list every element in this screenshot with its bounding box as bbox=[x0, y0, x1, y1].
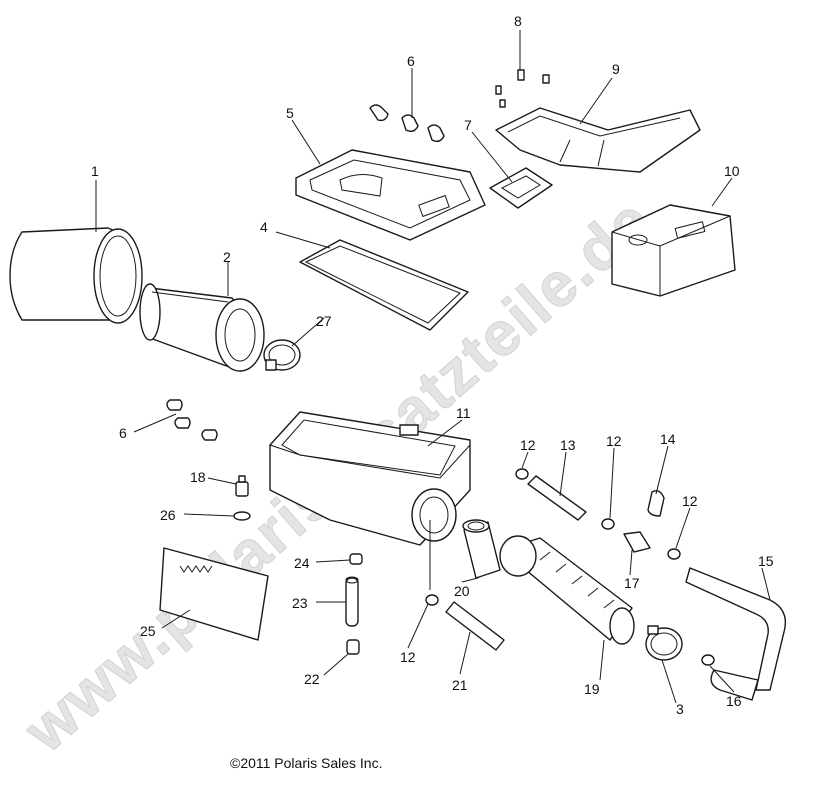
callout-5: 5 bbox=[286, 105, 294, 121]
callout-12-a: 12 bbox=[520, 437, 536, 453]
callout-26: 26 bbox=[160, 507, 176, 523]
callout-24: 24 bbox=[294, 555, 310, 571]
callout-17: 17 bbox=[624, 575, 640, 591]
callout-20: 20 bbox=[454, 583, 470, 599]
part-8-screws bbox=[495, 69, 550, 108]
part-23-hose bbox=[345, 576, 359, 627]
callout-4: 4 bbox=[260, 219, 268, 235]
leader-lines bbox=[95, 30, 771, 704]
callout-14: 14 bbox=[660, 431, 676, 447]
part-10-foam-block bbox=[611, 204, 736, 297]
part-7-plate bbox=[489, 167, 553, 209]
callout-9: 9 bbox=[612, 61, 620, 77]
part-11-airbox-base bbox=[269, 411, 471, 546]
part-12-clamps bbox=[425, 468, 681, 606]
part-9-intake-duct bbox=[495, 107, 701, 173]
callout-18: 18 bbox=[190, 469, 206, 485]
part-2-air-filter bbox=[139, 283, 265, 372]
callout-16: 16 bbox=[726, 693, 742, 709]
callout-2: 2 bbox=[223, 249, 231, 265]
part-15-hose bbox=[685, 567, 787, 701]
part-14-clip bbox=[647, 490, 665, 517]
part-26-washer bbox=[233, 511, 251, 521]
callout-19: 19 bbox=[584, 681, 600, 697]
callout-6-top: 6 bbox=[407, 53, 415, 69]
callout-25: 25 bbox=[140, 623, 156, 639]
part-22-fitting bbox=[346, 639, 360, 655]
callout-7: 7 bbox=[464, 117, 472, 133]
part-21-tube bbox=[445, 601, 505, 651]
part-3-clamp bbox=[645, 625, 683, 661]
callout-6-left: 6 bbox=[119, 425, 127, 441]
part-6-clips-top bbox=[369, 104, 445, 143]
part-20-coupler bbox=[462, 519, 501, 579]
part-5-airbox-cover bbox=[295, 149, 486, 241]
part-27-clamp bbox=[263, 339, 301, 371]
callout-27: 27 bbox=[316, 313, 332, 329]
callout-8: 8 bbox=[514, 13, 522, 29]
callout-12-b: 12 bbox=[606, 433, 622, 449]
callout-12-c: 12 bbox=[682, 493, 698, 509]
part-19-intake-boot bbox=[499, 535, 635, 645]
callout-1: 1 bbox=[91, 163, 99, 179]
callout-12-d: 12 bbox=[400, 649, 416, 665]
part-16-clamp bbox=[701, 654, 715, 666]
part-6-clips-left bbox=[166, 399, 218, 441]
part-24-clamp-small bbox=[349, 553, 363, 565]
callout-labels: 1 2 3 4 5 6 6 7 8 9 10 11 12 12 12 12 13… bbox=[91, 13, 774, 717]
callout-15: 15 bbox=[758, 553, 774, 569]
callout-22: 22 bbox=[304, 671, 320, 687]
callout-21: 21 bbox=[452, 677, 468, 693]
callout-11: 11 bbox=[456, 405, 471, 421]
callout-3: 3 bbox=[676, 701, 684, 717]
callout-23: 23 bbox=[292, 595, 308, 611]
part-13-tube bbox=[527, 475, 587, 521]
callout-10: 10 bbox=[724, 163, 740, 179]
part-17-check-valve bbox=[623, 531, 651, 553]
copyright-text: ©2011 Polaris Sales Inc. bbox=[230, 755, 382, 771]
callout-13: 13 bbox=[560, 437, 576, 453]
part-1-prefilter-sleeve bbox=[9, 227, 143, 324]
part-18-push-rivet bbox=[235, 475, 249, 497]
part-25-decal bbox=[159, 547, 269, 641]
